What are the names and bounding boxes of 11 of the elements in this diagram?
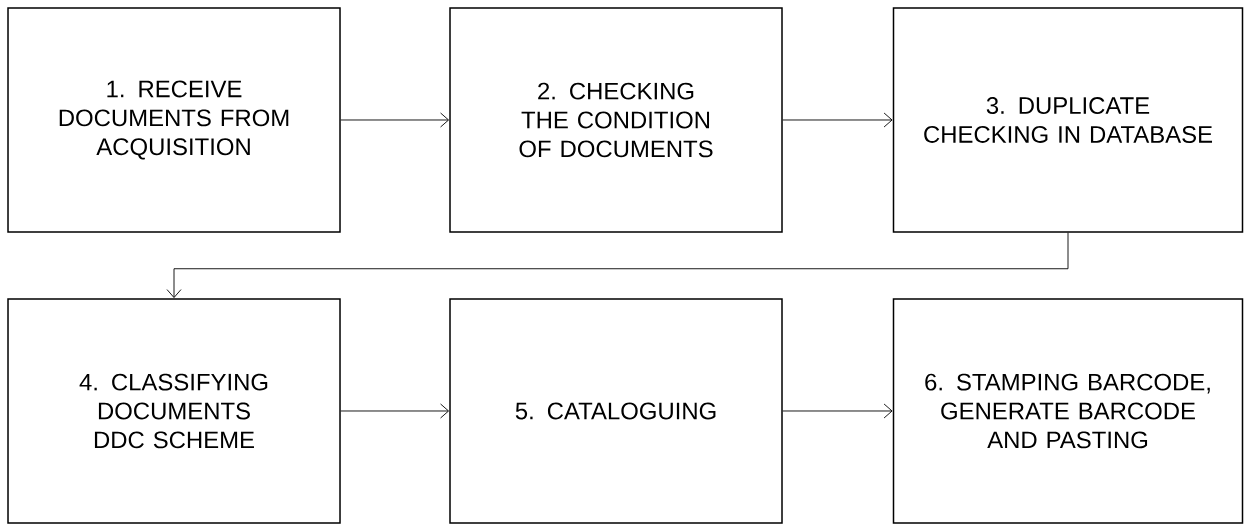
process-box: 2. CHECKING THE CONDITION OF DOCUMENTS <box>449 7 783 233</box>
process-box: 1. RECEIVE DOCUMENTS FROM ACQUISITION <box>7 7 341 233</box>
arrow <box>340 403 449 419</box>
arrow <box>782 403 893 419</box>
arrow <box>166 232 1069 298</box>
process-box: 4. CLASSIFYING DOCUMENTS DDC SCHEME <box>7 298 341 524</box>
arrow <box>340 112 449 128</box>
process-box: 6. STAMPING BARCODE, GENERATE BARCODE AND PASTING <box>892 298 1244 524</box>
process-box: 5. CATALOGUING <box>449 298 783 524</box>
process-box: 3. DUPLICATE CHECKING IN DATABASE <box>892 7 1244 233</box>
arrow <box>782 112 893 128</box>
